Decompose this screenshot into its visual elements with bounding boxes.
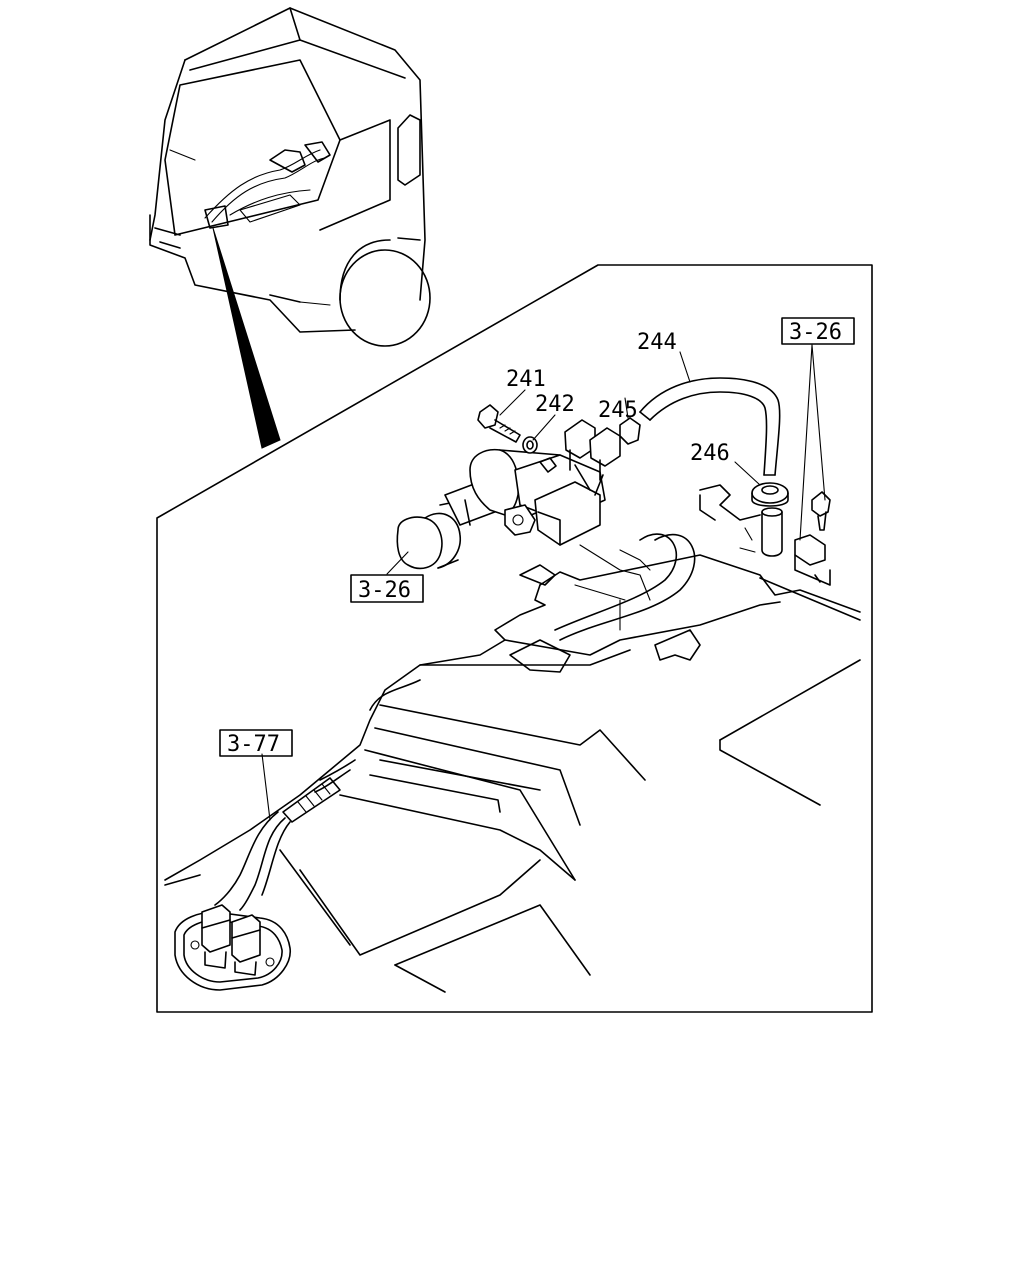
callout-245: 245	[598, 398, 638, 423]
washer-242	[522, 436, 538, 454]
bracket-right	[794, 491, 831, 586]
connector-plate-assembly	[174, 904, 291, 991]
callout-244: 244	[637, 330, 677, 355]
ref-box-left: 3-26	[350, 574, 424, 603]
ref-label-top-right: 3-26	[789, 320, 842, 345]
ref-box-top-right: 3-26	[781, 317, 855, 345]
hose-244	[639, 377, 781, 476]
ref-label-bottom-left: 3-77	[227, 732, 280, 757]
grommet-246	[739, 482, 789, 557]
truck-cab-illustration	[149, 7, 431, 347]
ref-label-left: 3-26	[358, 578, 411, 603]
clip	[539, 457, 557, 473]
callout-242: 242	[535, 392, 575, 417]
detail-frame	[156, 264, 873, 1013]
bolt-241	[477, 404, 521, 443]
ref-box-bottom-left: 3-77	[219, 729, 293, 757]
solenoid-valve-assembly	[396, 419, 651, 631]
pointer-wedge	[212, 227, 281, 449]
callout-246: 246	[690, 441, 730, 466]
leader-lines	[261, 344, 826, 821]
fitting-245	[619, 417, 641, 445]
callout-241: 241	[506, 367, 546, 392]
chassis-frame	[164, 484, 861, 993]
harness-lines	[214, 533, 696, 911]
